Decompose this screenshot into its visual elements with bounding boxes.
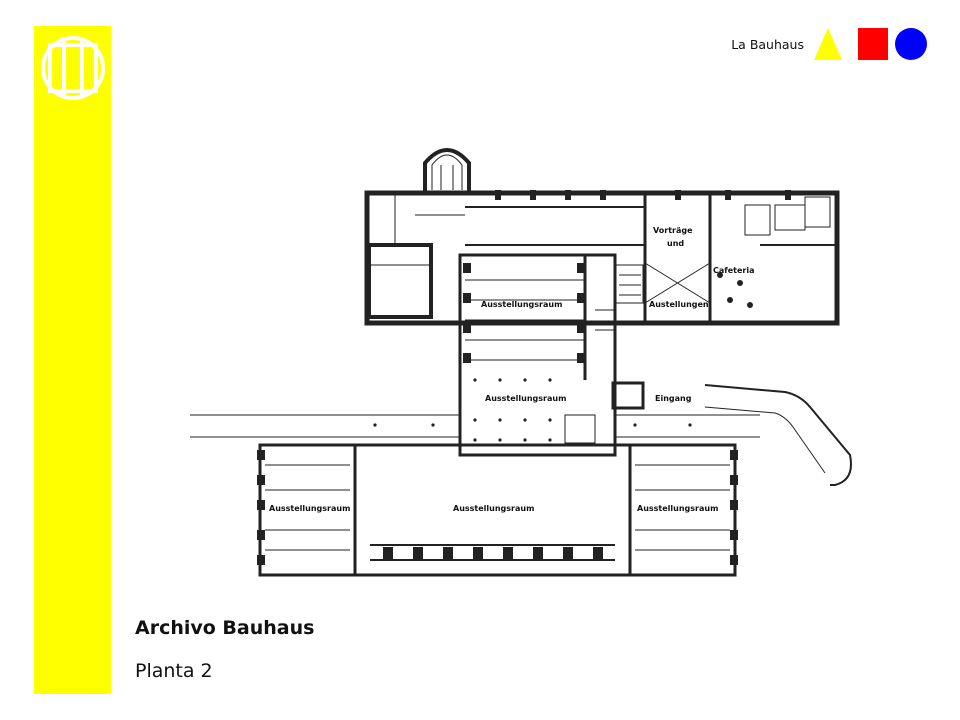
yellow-triangle-icon	[814, 28, 842, 60]
label-cafeteria: Cafeteria	[713, 266, 755, 275]
blue-circle-icon	[895, 28, 927, 60]
label-ausstellungsraum-west: Ausstellungsraum	[269, 504, 350, 513]
label-und: und	[667, 239, 684, 248]
red-square-icon	[858, 28, 888, 60]
label-ausstellungsraum-north: Ausstellungsraum	[481, 300, 562, 309]
label-vortraege: Vorträge	[653, 226, 693, 235]
yellow-sidebar-bar	[34, 26, 111, 694]
floor-plan: Vorträge und Cafeteria Austellungen Auss…	[190, 148, 852, 577]
page-subtitle: Planta 2	[135, 660, 213, 682]
label-eingang: Eingang	[655, 394, 692, 403]
label-ausstellungen: Austellungen	[649, 300, 709, 309]
label-ausstellungsraum-south: Ausstellungsraum	[453, 504, 534, 513]
brand-label: La Bauhaus	[731, 37, 804, 52]
bauhaus-circle-square-icon	[41, 36, 105, 100]
label-ausstellungsraum-east: Ausstellungsraum	[637, 504, 718, 513]
label-ausstellungsraum-center: Ausstellungsraum	[485, 394, 566, 403]
page-title: Archivo Bauhaus	[135, 617, 315, 639]
primary-shapes	[814, 28, 927, 60]
